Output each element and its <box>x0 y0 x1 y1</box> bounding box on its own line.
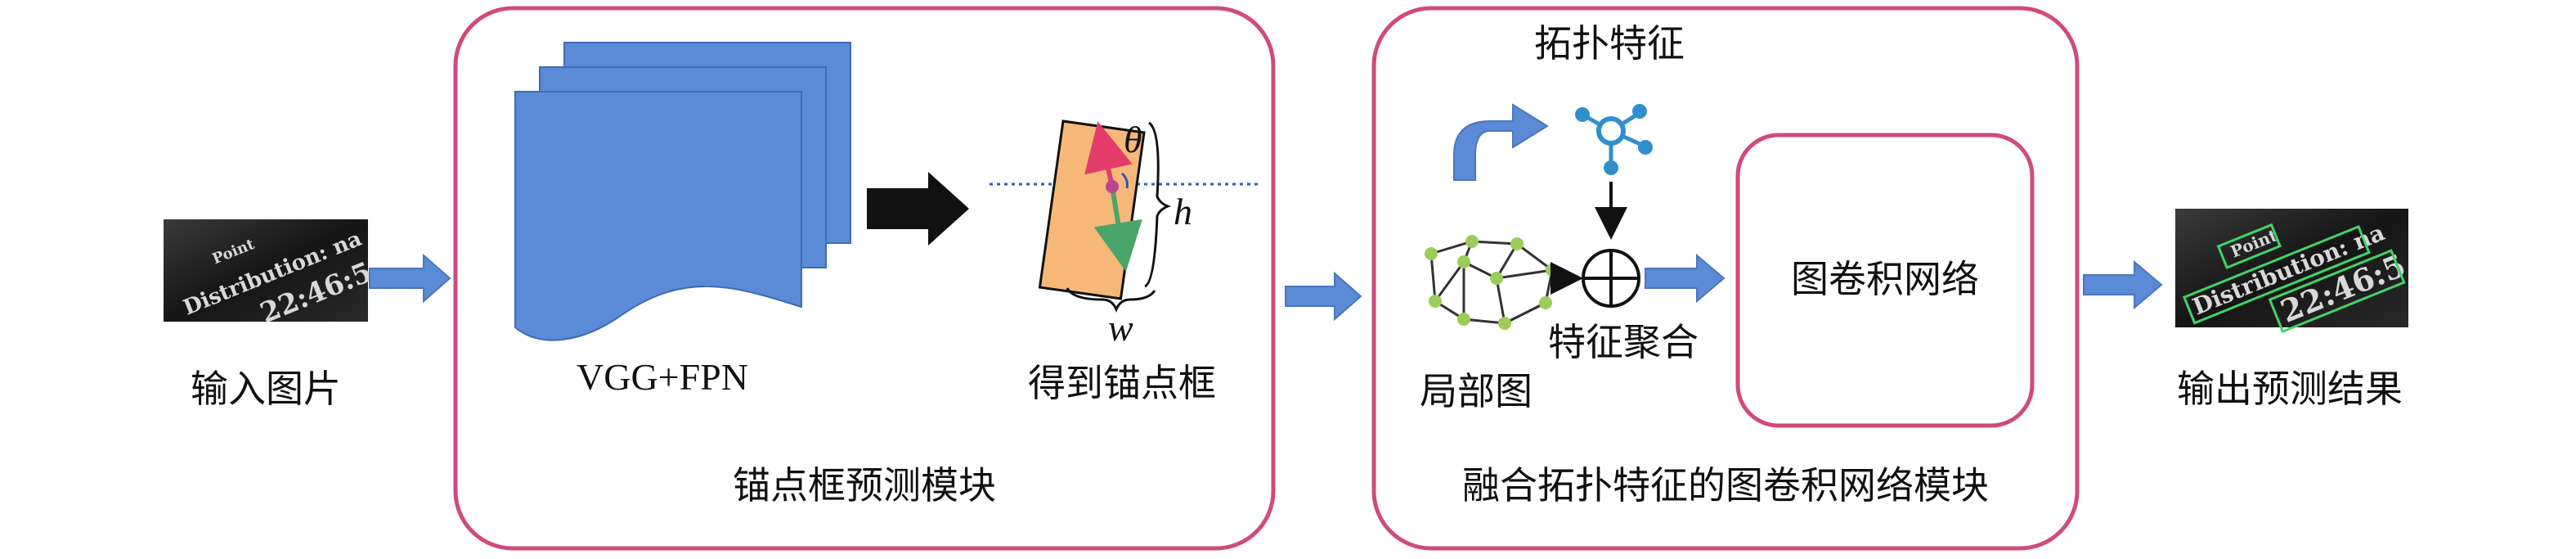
gcn-module-frame <box>1371 6 2080 551</box>
topology-label: 拓扑特征 <box>1534 21 1685 65</box>
aggregation-plus-icon <box>1582 249 1640 308</box>
anchor-box <box>990 119 1259 313</box>
flow-arrow-2 <box>1285 271 1362 322</box>
topology-icon <box>1575 104 1653 175</box>
theta-symbol: θ <box>1124 119 1142 160</box>
flow-arrow-1 <box>369 253 451 304</box>
topology-curve-arrow <box>1453 103 1549 181</box>
local-graph-label: 局部图 <box>1420 369 1533 413</box>
gcn-module-title: 融合拓扑特征的图卷积网络模块 <box>1462 463 1989 507</box>
feature-maps <box>514 42 851 341</box>
output-label: 输出预测结果 <box>2177 367 2403 411</box>
anchor-module-frame <box>453 6 1276 551</box>
process-arrow <box>867 172 969 246</box>
aggregation-label: 特征聚合 <box>1548 320 1699 364</box>
flow-arrow-3 <box>1645 253 1726 304</box>
flow-arrow-4 <box>2083 259 2163 310</box>
output-image: Point Distribution: na 22:46:5 <box>2175 209 2411 334</box>
backbone-label: VGG+FPN <box>577 356 748 398</box>
anchor-label: 得到锚点框 <box>1028 361 1216 405</box>
local-graph <box>1425 235 1559 330</box>
h-symbol: h <box>1174 191 1192 232</box>
w-symbol: w <box>1108 307 1133 349</box>
input-label: 输入图片 <box>191 367 341 411</box>
input-image: Point Distribution: na 22:46:5 <box>164 219 377 330</box>
anchor-module-title: 锚点框预测模块 <box>733 463 996 507</box>
gcn-box <box>1735 133 2035 428</box>
gcn-label: 图卷积网络 <box>1791 257 1979 301</box>
